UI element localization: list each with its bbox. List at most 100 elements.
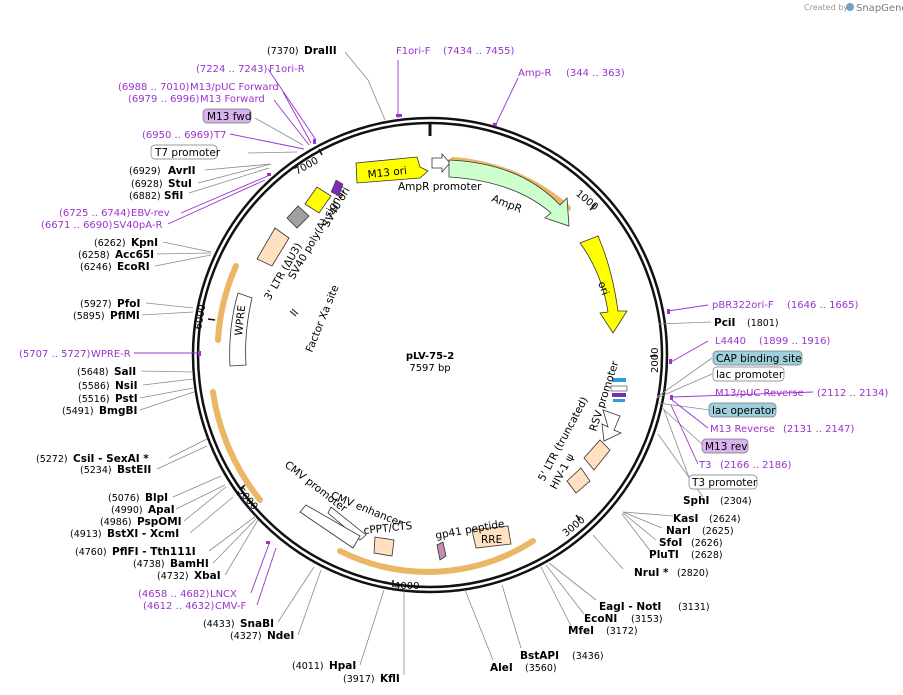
site-name[interactable]: BstEII	[117, 464, 151, 476]
site-name[interactable]: KflI	[380, 673, 400, 685]
site-name[interactable]: AvrII	[168, 165, 196, 177]
site-name[interactable]: PfoI	[117, 298, 140, 310]
site-pos: (6262)	[94, 238, 126, 249]
site-name[interactable]: PstI	[115, 393, 138, 405]
tick-4000: 4000	[394, 581, 419, 592]
primer-range: (1646 .. 1665)	[787, 300, 859, 311]
watermark-prefix: Created by	[804, 3, 848, 12]
site-name[interactable]: KpnI	[131, 237, 158, 249]
site-name[interactable]: ApaI	[148, 504, 175, 516]
primer-name[interactable]: F1ori-F	[396, 46, 431, 57]
site-name[interactable]: SphI	[683, 495, 709, 507]
site-pos: (4433)	[203, 619, 235, 630]
primer-name[interactable]: LNCX	[210, 589, 237, 600]
t3-promoter-box[interactable]: T3 promoter	[691, 477, 758, 489]
primer-name[interactable]: T3	[698, 460, 711, 471]
site-name[interactable]: AleI	[490, 662, 513, 674]
cap-binding-site-box[interactable]: CAP binding site	[716, 353, 802, 365]
site-name[interactable]: XbaI	[194, 570, 221, 582]
t7-promoter-box[interactable]: T7 promoter	[154, 147, 221, 159]
primer-marks	[198, 114, 673, 544]
site-name[interactable]: PciI	[714, 317, 735, 329]
site-name[interactable]: NsiI	[115, 380, 138, 392]
site-pos: (4913)	[70, 529, 102, 540]
site-name[interactable]: StuI	[168, 178, 192, 190]
feature-highlights	[210, 157, 571, 575]
site-pos: (4011)	[292, 661, 324, 672]
site-name[interactable]: EcoRI	[117, 261, 150, 273]
primer-name[interactable]: M13 Reverse	[710, 424, 775, 435]
m13-fwd-box[interactable]: M13 fwd	[207, 111, 252, 123]
site-pos: (3560)	[525, 663, 557, 674]
site-name[interactable]: PflMI	[110, 310, 140, 322]
site-name[interactable]: MfeI	[568, 625, 594, 637]
site-pos: (1801)	[747, 318, 779, 329]
lac-promoter-box[interactable]: lac promoter	[716, 369, 784, 381]
m13-ori-label: M13 ori	[367, 165, 407, 181]
primer-name[interactable]: M13/pUC Reverse	[715, 388, 804, 399]
factor-xa-label: Factor Xa site	[304, 283, 342, 354]
site-pos: (3172)	[606, 626, 638, 637]
site-name[interactable]: PluTI	[649, 549, 679, 561]
cppt-label: cPPT/CTS	[363, 520, 413, 537]
site-name[interactable]: SalI	[114, 366, 136, 378]
primer-name[interactable]: L4440	[715, 336, 746, 347]
primer-name[interactable]: EBV-rev	[131, 208, 170, 219]
primer-range: (1899 .. 1916)	[759, 336, 831, 347]
feature-m13-ori[interactable]: M13 ori	[355, 156, 429, 184]
site-name[interactable]: EcoNI	[584, 613, 617, 625]
primer-name[interactable]: WPRE-R	[91, 349, 131, 360]
site-name[interactable]: CsiI - SexAI *	[73, 453, 149, 465]
feature-ori[interactable]: ori	[579, 235, 628, 334]
primer-name[interactable]: M13/pUC Forward	[190, 82, 279, 93]
feature-wpre[interactable]: WPRE	[229, 292, 253, 367]
site-name[interactable]: BstAPI	[520, 650, 559, 662]
feature-ampr-promoter[interactable]: AmpR promoter	[398, 152, 482, 193]
primer-name[interactable]: M13 Forward	[200, 94, 265, 105]
site-name[interactable]: NdeI	[267, 630, 294, 642]
site-pos: (7370)	[267, 46, 299, 57]
m13-rev-box[interactable]: M13 rev	[705, 441, 748, 453]
rre-label: RRE	[481, 534, 502, 546]
primer-labels: F1ori-F (7434 .. 7455) Amp-R (344 .. 363…	[19, 46, 889, 612]
site-name[interactable]: PflFI - Tth111I	[112, 546, 196, 558]
ampr-label: AmpR	[490, 193, 524, 216]
site-pos: (6928)	[131, 179, 163, 190]
primer-range: (7224 .. 7243)	[196, 64, 268, 75]
site-name[interactable]: BamHI	[170, 558, 209, 570]
site-name[interactable]: BmgBI	[99, 405, 137, 417]
primer-name[interactable]: F1ori-R	[269, 64, 305, 75]
feature-cppt[interactable]: cPPT/CTS	[363, 520, 413, 557]
site-name[interactable]: BstXI - XcmI	[107, 528, 179, 540]
site-pos: (5272)	[36, 454, 68, 465]
site-name[interactable]: EagI - NotI	[599, 601, 661, 613]
primer-name[interactable]: CMV-F	[215, 601, 246, 612]
feature-factor-xa[interactable]: Factor Xa site	[289, 283, 342, 354]
site-pos: (5648)	[77, 367, 109, 378]
site-name[interactable]: HpaI	[329, 660, 356, 672]
primer-name[interactable]: T7	[213, 130, 226, 141]
primer-range: (6725 .. 6744)	[59, 208, 131, 219]
primer-range: (7434 .. 7455)	[443, 46, 515, 57]
lac-operator-box[interactable]: lac operator	[712, 405, 776, 417]
site-name[interactable]: NarI	[666, 525, 691, 537]
site-pos: (2628)	[691, 550, 723, 561]
site-name[interactable]: NruI *	[634, 567, 669, 579]
feature-rre[interactable]: RRE	[471, 525, 512, 549]
primer-range: (6950 .. 6969)	[142, 130, 214, 141]
site-name[interactable]: KasI	[673, 513, 698, 525]
site-name[interactable]: SfoI	[659, 537, 682, 549]
site-name[interactable]: BlpI	[145, 492, 168, 504]
primer-name[interactable]: SV40pA-R	[113, 220, 162, 231]
feature-small-markers	[610, 378, 628, 402]
site-name[interactable]: PspOMI	[137, 516, 182, 528]
site-name[interactable]: SfiI	[164, 190, 183, 202]
primer-range: (344 .. 363)	[566, 68, 625, 79]
primer-name[interactable]: pBR322ori-F	[712, 300, 774, 311]
site-name[interactable]: DraIII	[304, 45, 337, 57]
site-pos: (5516)	[78, 394, 110, 405]
site-labels: (7370) DraIII (6929) AvrII (6928) StuI (…	[36, 45, 779, 685]
site-name[interactable]: Acc65I	[115, 249, 154, 261]
primer-name[interactable]: Amp-R	[518, 68, 552, 79]
site-name[interactable]: SnaBI	[240, 618, 274, 630]
